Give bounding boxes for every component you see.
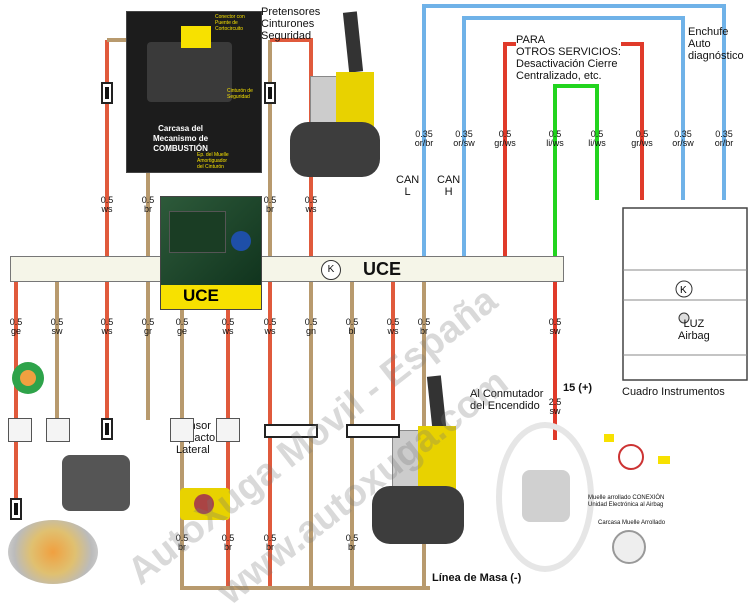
pretensioner-bottom (370, 375, 470, 546)
enchufe-label: Enchufe Auto diagnóstico (688, 26, 744, 62)
uce-bar: K UCE (10, 256, 564, 282)
clockspring-photo (8, 322, 56, 422)
uce-photo-label-bg (161, 285, 261, 309)
sensor-node-k-2 (216, 418, 240, 442)
wire-blue-2 (462, 16, 685, 256)
photo-muelle-label: Ep. del Muelle Amortiguador del Cinturón (197, 152, 229, 170)
can-l-label: CAN L (396, 174, 420, 198)
airbag-module-photo (62, 455, 130, 511)
uce-photo: UCE (160, 196, 262, 310)
photo-cinturon-label: Cinturón de Seguridad (227, 88, 253, 100)
connector-top-2 (264, 82, 276, 104)
uce-photo-label: UCE (183, 286, 219, 305)
connector-pair-1 (264, 424, 318, 438)
steering-hub (522, 470, 570, 522)
svg-text:K: K (680, 285, 687, 296)
borne-15-label: 15 (+) (563, 382, 593, 394)
clockspring-cable (598, 430, 684, 476)
photo-connector-label: Conector con Puente de Cortocircuito (215, 14, 245, 32)
cuadro-label: Cuadro Instrumentos (622, 386, 725, 398)
uce-bar-label: UCE (363, 259, 402, 279)
photo-carcasa-label: Carcasa del Mecanismo de COMBUSTIÓN (153, 124, 209, 153)
conmutador-label: Al Conmutador del Encendido (470, 388, 544, 412)
side-sensor-photo (170, 458, 250, 528)
combustion-photo: Conector con Puente de Cortocircuito Cin… (126, 11, 262, 173)
gas-generator-photo (8, 520, 98, 584)
para-label: PARA OTROS SERVICIOS: Desactivación Cier… (516, 34, 621, 82)
uce-bar-k-icon: K (321, 260, 341, 280)
connector-pair-2 (346, 424, 400, 438)
masa-label: Línea de Masa (-) (432, 572, 522, 584)
muelle-label: Muelle arrollado CONEXIÓN Unidad Electró… (588, 495, 665, 508)
cluster-k-symbol (675, 280, 693, 298)
carcasa-muelle-photo (612, 530, 646, 564)
clockspring-node-2 (46, 418, 70, 442)
carcasa-muelle-label: Carcasa Muelle Arrollado (598, 520, 666, 526)
connector-top-1 (101, 82, 113, 104)
steering-wheel (496, 422, 594, 572)
sensor-node-k-1 (170, 418, 194, 442)
wire-green-1 (553, 84, 599, 256)
luz-airbag-label: LUZ Airbag (678, 318, 710, 342)
pretensores-label: Pretensores Cinturones Seguridad (261, 6, 321, 42)
clockspring-node-1 (8, 418, 32, 442)
wire-blue-1 (422, 4, 726, 256)
pretensioner-top (286, 11, 386, 177)
connector-bot-2 (10, 498, 22, 520)
luz-airbag-symbol (678, 312, 690, 324)
connector-bot-1 (101, 418, 113, 440)
can-h-label: CAN H (437, 174, 461, 198)
